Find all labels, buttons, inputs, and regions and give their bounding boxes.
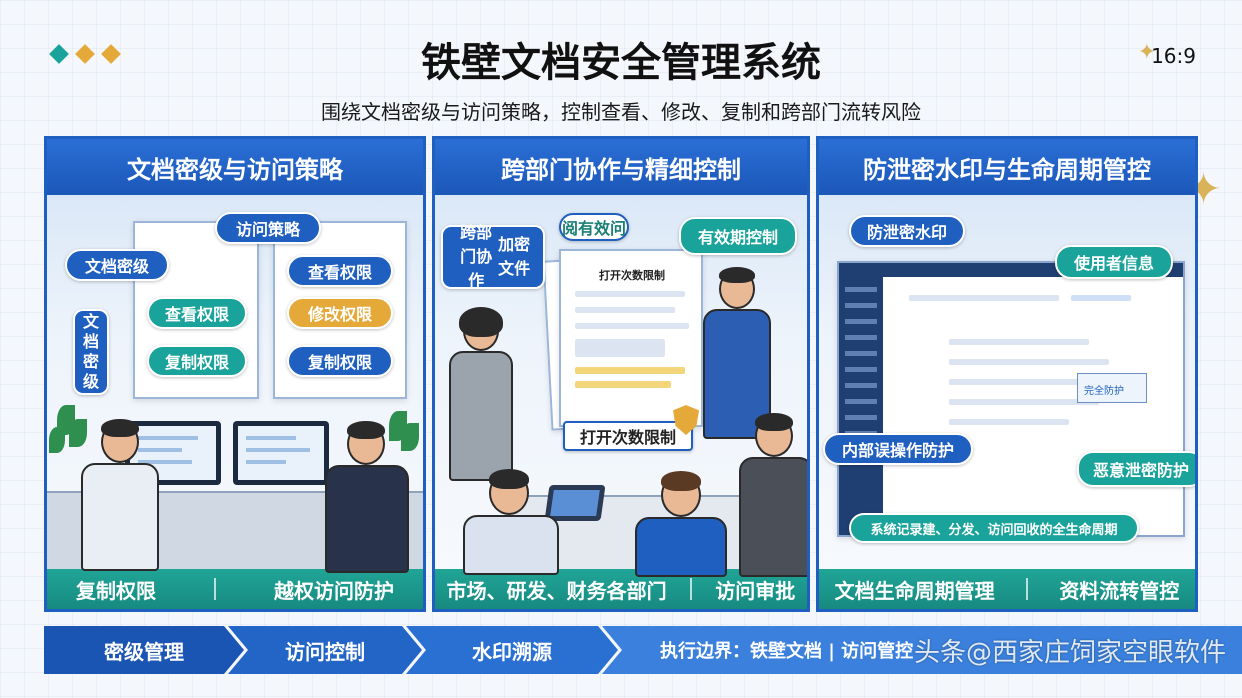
panel-collaboration: 跨部门协作与精细控制 打开次数限制 阅有效问 跨部门协作​加密文件 有效期控制 … [432,136,810,612]
sparkle-star-icon: ✦ [1137,40,1156,65]
presenter-woman [439,307,525,481]
footer-item: 复制权限 [76,578,156,603]
chip-expiry-control: 有效期控制 [679,217,797,255]
document-sheet: 打开次数限制 [559,249,703,427]
app-window-mockup: 完全防护 [837,261,1185,537]
panel-classification: 文档密级与访问策略 访问策略 文档密级 文档密级 查看权限 复制权限 查看权限 … [44,136,426,612]
panel-illustration: 完全防护 防泄密水印 使用者信息 内部误操作防护 恶意泄密防护 系统记录建、分发… [819,195,1195,569]
chip-doc-level: 文档密级 [65,249,169,281]
footer-item: 市场、研发、财务各部门 [446,578,667,603]
doc-heading: 打开次数限制 [599,269,665,282]
monitor-right [233,421,329,485]
panel-footer: 复制权限 越权访问防护 [47,569,423,609]
attendee-1 [455,469,565,575]
chip-open-limit: 打开次数限制 [563,421,693,451]
footer-item: 越权访问防护 [274,578,394,603]
panel-illustration: 打开次数限制 阅有效问 跨部门协作​加密文件 有效期控制 打开次数限制 [435,195,807,577]
footer-divider [214,578,216,600]
footer-divider [1025,578,1028,600]
panel-watermark-lifecycle: 防泄密水印与生命周期管控 完全防护 防泄密水印 使用者信息 内部误操作防护 [816,136,1198,612]
chip-doc-level-vertical: 文档密级 [73,309,109,395]
attendee-2 [631,471,731,577]
panel-title: 跨部门协作与精细控制 [435,139,807,195]
chip-view-right: 查看权限 [287,255,393,287]
attendee-3 [735,413,807,577]
flow-step-level-management: 密级管理 [44,626,244,674]
chip-anti-leak-watermark: 防泄密水印 [849,215,965,247]
panel-title: 防泄密水印与生命周期管控 [819,139,1195,195]
presenter-man [697,267,777,439]
potted-plant-icon [49,405,89,475]
flow-step-execution-boundary: 执行边界：铁壁文档 | 访问管控 [602,626,1242,674]
chip-copy-left: 复制权限 [147,345,247,377]
chip-authorized-access: 阅有效问 [559,213,629,241]
chip-internal-error-protection: 内部误操作防护 [823,433,973,465]
footer-item: 资料流转管控 [1059,578,1180,603]
page-title: 铁壁文档安全管理系统 [421,40,821,86]
app-sidebar [839,263,883,535]
footer-item: 访问审批 [715,578,796,603]
chip-cross-dept-encrypt: 跨部门协作​加密文件 [441,223,545,290]
chip-malicious-leak-protection: 恶意泄密防护 [1077,451,1195,487]
flow-step-watermark-trace: 水印溯源 [406,626,618,674]
chip-view-left: 查看权限 [147,297,247,329]
chip-user-info: 使用者信息 [1055,245,1173,279]
aspect-ratio-label: 16:9 [1151,44,1196,68]
footer-divider [689,578,692,600]
chip-lifecycle-record: 系统记录建、分发、访问回收的全生命周期 [849,513,1139,543]
chip-copy-right: 复制权限 [287,345,393,377]
page-subtitle: 围绕文档密级与访问策略，控制查看、修改、复制和跨部门流转风险 [321,100,921,124]
panel-footer: 市场、研发、财务各部门 访问审批 [435,569,807,609]
footer-item: 文档生命周期管理 [834,578,995,603]
watermark-stamp: 完全防护 [1077,373,1147,403]
flow-step-access-control: 访问控制 [228,626,422,674]
chip-edit-right: 修改权限 [287,297,393,329]
potted-plant-icon-2 [379,411,423,481]
source-watermark: 头条@西家庄饲家空眼软件 [913,638,1226,668]
employee-right [317,421,417,573]
panel-title: 文档密级与访问策略 [47,139,423,195]
chip-access-policy: 访问策略 [215,212,321,244]
panel-illustration: 访问策略 文档密级 文档密级 查看权限 复制权限 查看权限 修改权限 复制权限 [47,195,423,573]
employee-left [71,419,167,571]
panel-footer: 文档生命周期管理 资料流转管控 [819,569,1195,609]
